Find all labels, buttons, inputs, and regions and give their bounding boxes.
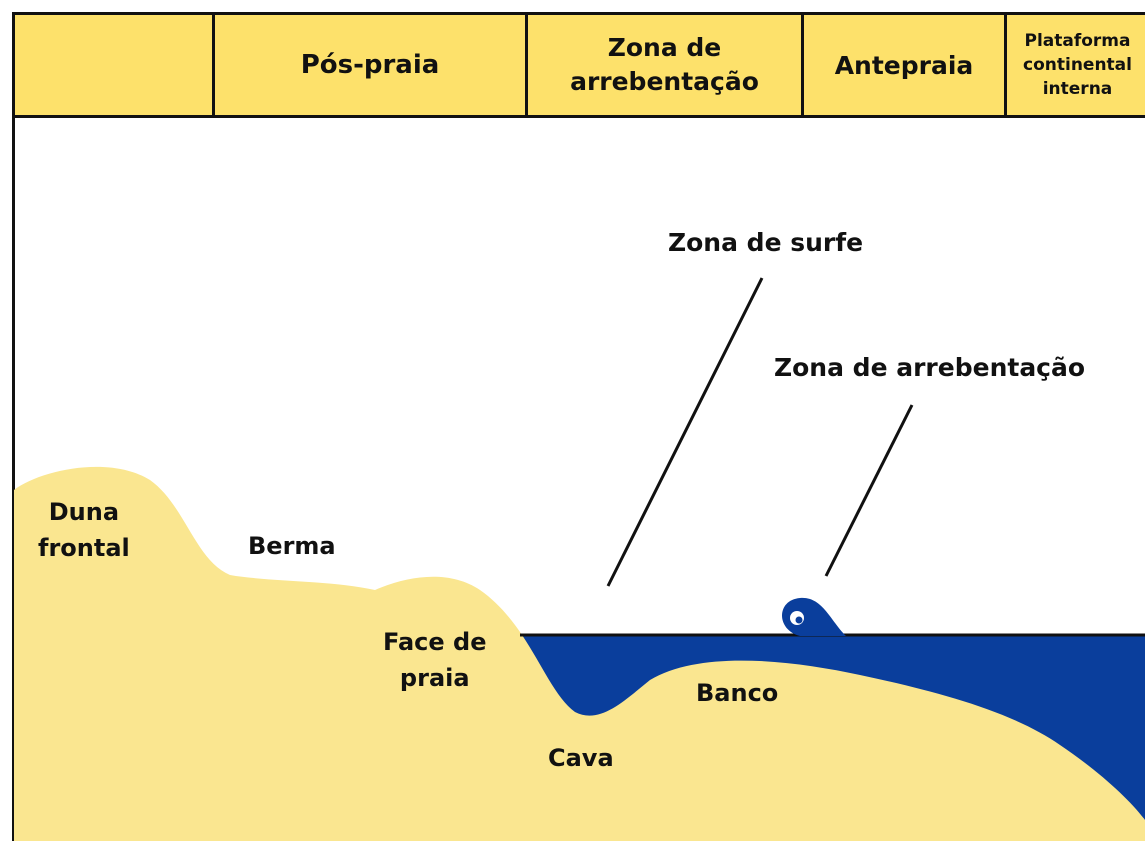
label-beach-face-line2: praia [399, 664, 470, 692]
header-cell-shoreface: Antepraia [804, 15, 1007, 115]
label-trough: Cava [548, 744, 614, 772]
header-label-backshore: Pós-praia [300, 50, 440, 80]
breaking-wave-icon [782, 597, 846, 636]
label-dune-line1: Duna [48, 498, 120, 526]
header-label-breaker-line1: Zona de [607, 33, 722, 62]
header-label-breaker-line2: arrebentação [570, 67, 759, 96]
label-beach-face-line1: Face de [383, 628, 487, 656]
header-cell-breaker-zone: Zona de arrebentação [528, 15, 804, 115]
header-cell-backshore: Pós-praia [215, 15, 528, 115]
header-label-shoreface: Antepraia [834, 50, 974, 80]
label-beach-face: Face de praia [383, 624, 487, 696]
sand-profile [14, 466, 1145, 841]
label-berm: Berma [248, 532, 336, 560]
header-label-shelf-line1: Plataforma [1024, 31, 1131, 51]
breaker-zone-pointer [824, 404, 914, 577]
header-cell-inner-shelf: Plataforma continental interna [1007, 15, 1145, 115]
label-bar: Banco [696, 679, 779, 707]
header-label-shelf-line2: continental [1023, 55, 1132, 75]
label-dune: Duna frontal [38, 494, 130, 566]
zone-header: Pós-praia Zona de arrebentação Antepraia… [12, 12, 1145, 118]
surf-zone-pointer [606, 277, 764, 587]
label-dune-line2: frontal [38, 534, 130, 562]
header-cell-empty [15, 15, 215, 115]
header-label-shelf-line3: interna [1042, 79, 1113, 99]
label-surf-zone: Zona de surfe [668, 228, 864, 257]
label-breaker-zone: Zona de arrebentação [774, 353, 1086, 382]
